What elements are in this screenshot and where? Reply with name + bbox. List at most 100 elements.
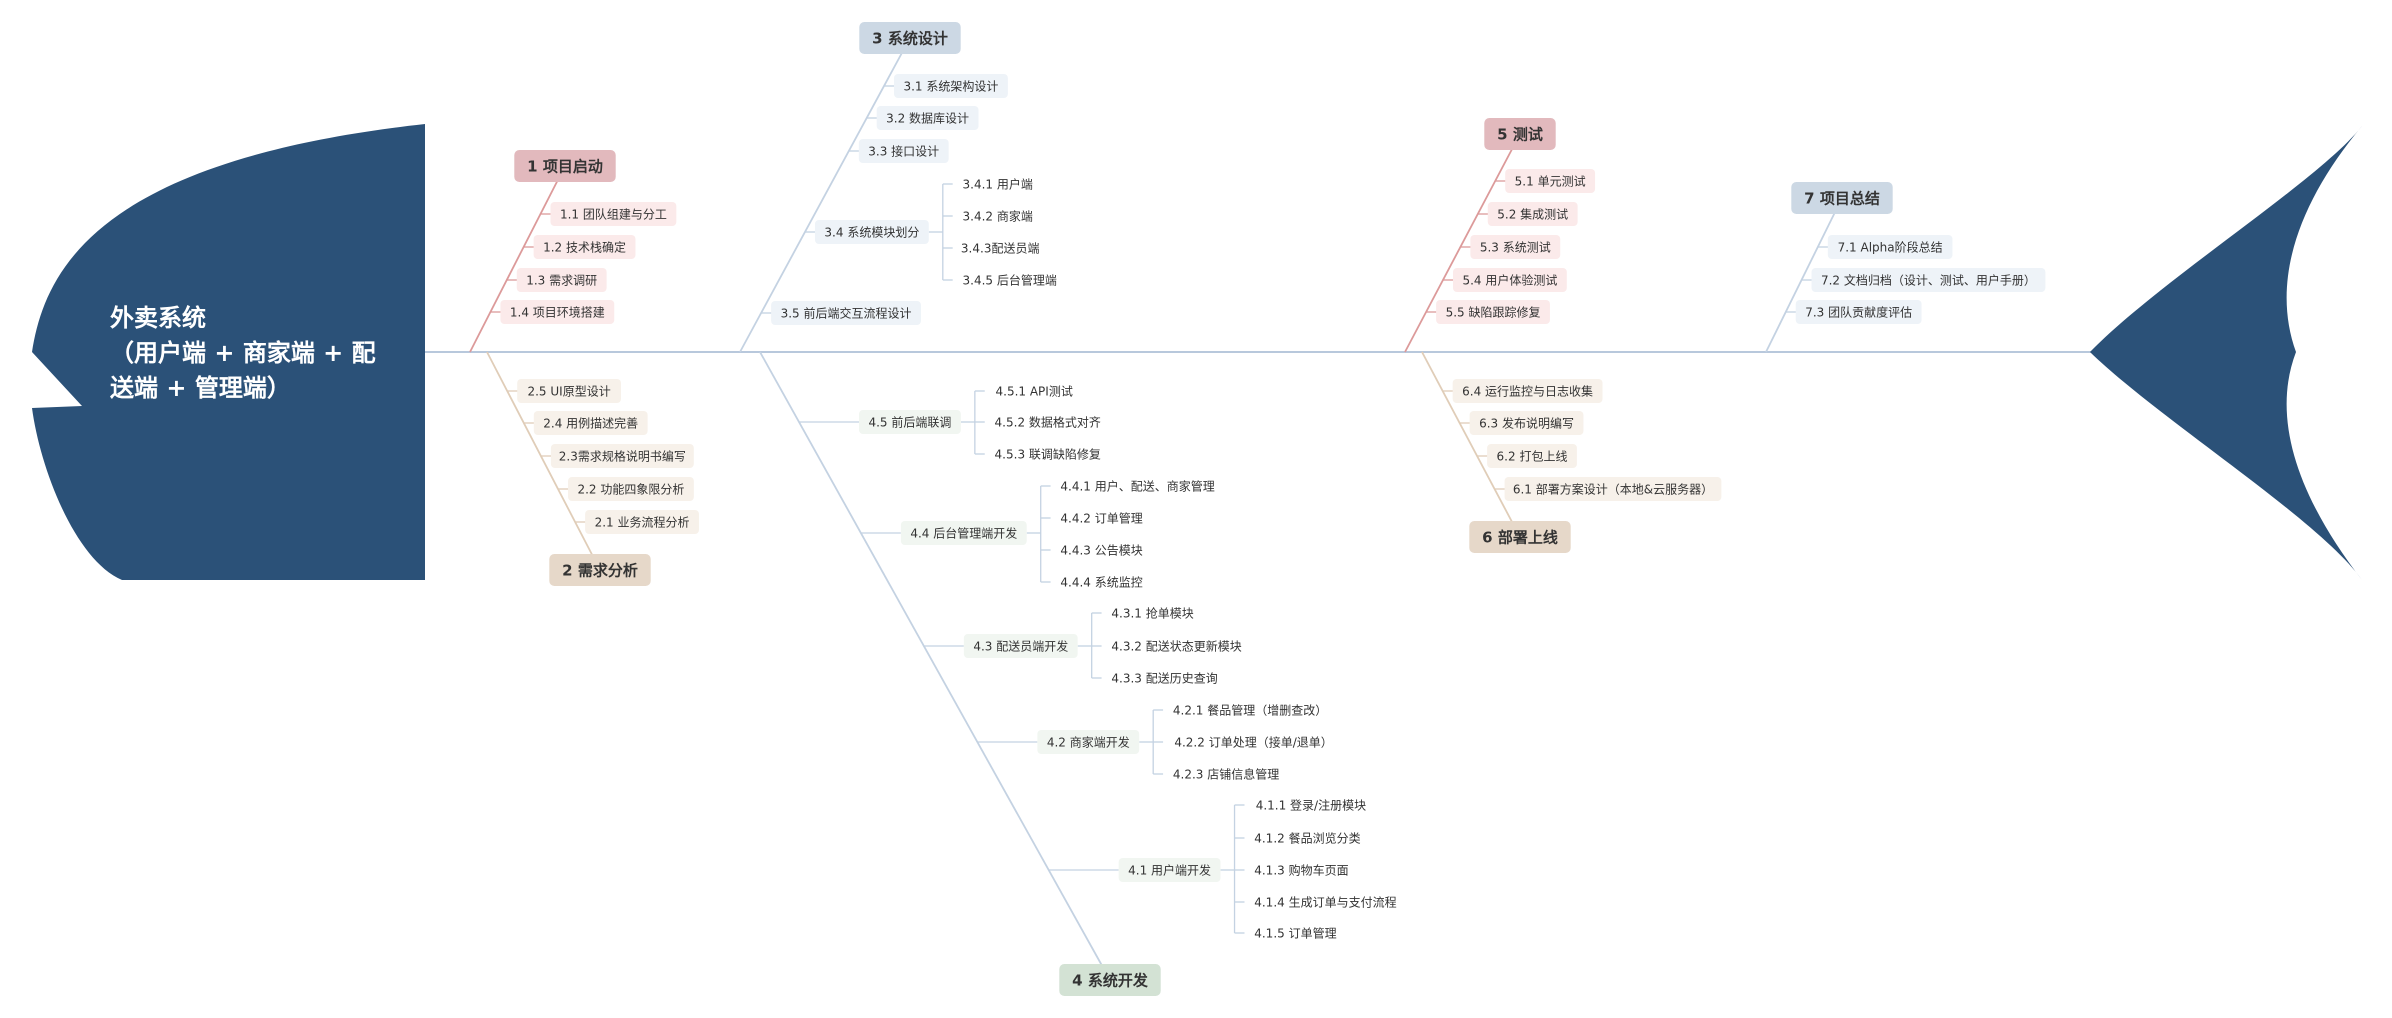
subtopic-3-2: 3.2 数据库设计 — [876, 106, 979, 130]
leaf-4-2-1-label: 4.4.1 用户、配送、商家管理 — [1060, 478, 1214, 493]
subtopic-1-3-label: 1.3 需求调研 — [526, 273, 597, 287]
leaf-4-1-1-label: 4.5.1 API测试 — [996, 383, 1073, 398]
subtopic-2-3-label: 2.3需求规格说明书编写 — [559, 448, 686, 463]
subtopic-2-1: 2.5 UI原型设计 — [517, 379, 621, 403]
subtopic-7-2: 7.2 文档归档（设计、测试、用户手册） — [1811, 268, 2046, 292]
subtopic-1-3: 1.3 需求调研 — [516, 268, 607, 292]
leaf-4-3-2-label: 4.3.2 配送状态更新模块 — [1111, 638, 1241, 653]
subtopic-2-5-label: 2.1 业务流程分析 — [595, 514, 690, 529]
leaf-4-5-3-label: 4.1.3 购物车页面 — [1254, 862, 1348, 877]
subtopic-4-5-box — [1118, 858, 1221, 882]
leaf-4-3-3-box — [1101, 667, 1228, 689]
bone-c7 — [1765, 197, 1843, 353]
connector-lines — [425, 37, 2092, 981]
leaf-4-3-1-label: 4.3.1 抢单模块 — [1111, 605, 1193, 620]
subtopic-4-4-box — [1037, 730, 1140, 754]
leaf-4-4-2-label: 4.2.2 订单处理（接单/退单） — [1174, 734, 1332, 749]
subtopic-6-2-label: 6.3 发布说明编写 — [1479, 415, 1574, 430]
subtopic-5-3: 5.3 系统测试 — [1470, 235, 1561, 259]
leaf-4-2-3-label: 4.4.3 公告模块 — [1060, 543, 1142, 557]
subtopic-4-2: 4.4 后台管理端开发 — [900, 521, 1027, 545]
subtopic-2-2-label: 2.4 用例描述完善 — [543, 415, 638, 430]
category-node-4: 4 系统开发 — [1059, 964, 1161, 996]
bone-c2 — [486, 351, 601, 571]
subtopic-7-1: 7.1 Alpha阶段总结 — [1827, 235, 1953, 259]
subtopic-7-1-label: 7.1 Alpha阶段总结 — [1838, 239, 1943, 254]
leaf-4-2-1-box — [1050, 475, 1225, 497]
subtopic-1-1-box — [550, 202, 677, 226]
subtopic-5-4-box — [1452, 268, 1567, 292]
subtopic-3-5: 3.5 前后端交互流程设计 — [771, 301, 921, 325]
subtopic-1-4: 1.4 项目环境搭建 — [500, 300, 615, 324]
subtopic-3-4-box — [814, 220, 929, 244]
category-node-4-box — [1059, 964, 1161, 996]
category-node-2-label: 2 需求分析 — [562, 561, 638, 579]
subtopic-2-3-box — [550, 444, 694, 468]
subtopic-2-4-box — [568, 477, 694, 501]
leaf-4-5-4-label: 4.1.4 生成订单与支付流程 — [1254, 894, 1396, 909]
leaf-4-4-1-label: 4.2.1 餐品管理（增删查改） — [1173, 702, 1327, 717]
subtopic-3-2-label: 3.2 数据库设计 — [886, 110, 969, 125]
category-node-5-box — [1484, 118, 1556, 150]
category-node-2-box — [549, 554, 651, 586]
leaf-4-5-2-label: 4.1.2 餐品浏览分类 — [1254, 830, 1360, 845]
leaf-4-2-2-label: 4.4.2 订单管理 — [1060, 510, 1142, 525]
subtopic-2-5: 2.1 业务流程分析 — [585, 510, 699, 534]
subtopic-7-3-label: 7.3 团队贡献度评估 — [1805, 304, 1912, 319]
subtopic-4-4: 4.2 商家端开发 — [1037, 730, 1140, 754]
leaf-4-3-2-box — [1101, 635, 1252, 657]
leaf-4-1-1-box — [984, 380, 1084, 402]
leaf-4-1-3-box — [984, 443, 1111, 465]
subtopic-5-2-label: 5.2 集成测试 — [1497, 206, 1568, 221]
category-node-1-box — [514, 150, 616, 182]
subtopic-6-3-label: 6.2 打包上线 — [1497, 449, 1568, 463]
subtopic-7-3: 7.3 团队贡献度评估 — [1795, 300, 1922, 324]
leaf-4-4-2-box — [1163, 731, 1344, 753]
leaf-4-5-5-label: 4.1.5 订单管理 — [1254, 925, 1336, 940]
subtopic-4-1: 4.5 前后端联调 — [859, 410, 961, 434]
category-node-6-box — [1469, 521, 1571, 553]
diagram-title-line: 外卖系统 — [110, 304, 206, 332]
subtopic-6-4-label: 6.1 部署方案设计（本地&云服务器） — [1513, 481, 1713, 496]
subtopic-5-2: 5.2 集成测试 — [1487, 202, 1578, 226]
subtopic-5-2-box — [1487, 202, 1578, 226]
subtopic-2-5-box — [585, 510, 699, 534]
subtopic-4-1-box — [859, 410, 961, 434]
leaf-4-2-3-box — [1050, 539, 1153, 561]
leaf-4-1-1: 4.5.1 API测试 — [984, 380, 1084, 402]
subtopic-1-4-label: 1.4 项目环境搭建 — [510, 304, 605, 319]
subtopic-6-2-box — [1469, 411, 1584, 435]
subtopic-3-3-box — [858, 139, 949, 163]
bone-c4 — [759, 351, 1111, 981]
subtopic-4-5: 4.1 用户端开发 — [1118, 858, 1221, 882]
leaf-4-3-2: 4.3.2 配送状态更新模块 — [1101, 635, 1252, 657]
leaf-3-4-3: 3.4.3配送员端 — [952, 237, 1048, 259]
leaf-4-3-1: 4.3.1 抢单模块 — [1101, 602, 1204, 624]
subtopic-3-1-box — [894, 74, 1008, 98]
leaf-4-2-1: 4.4.1 用户、配送、商家管理 — [1050, 475, 1225, 497]
subtopic-1-2-label: 1.2 技术栈确定 — [543, 239, 626, 254]
leaf-4-4-1-box — [1163, 699, 1337, 721]
subtopic-5-5: 5.5 缺陷跟踪修复 — [1436, 300, 1550, 324]
leaf-4-5-5: 4.1.5 订单管理 — [1244, 922, 1347, 944]
diagram-title: 外卖系统（用户端 + 商家端 + 配送端 + 管理端） — [110, 304, 376, 402]
category-node-3-label: 3 系统设计 — [872, 29, 948, 47]
subtopic-1-4-box — [500, 300, 615, 324]
subtopic-5-5-label: 5.5 缺陷跟踪修复 — [1446, 304, 1541, 319]
subtopic-2-4-label: 2.2 功能四象限分析 — [577, 482, 684, 496]
leaf-3-4-3-label: 3.4.3配送员端 — [961, 240, 1040, 255]
leaf-4-2-2-box — [1050, 507, 1153, 529]
leaf-3-4-3-box — [952, 237, 1048, 259]
leaf-4-5-5-box — [1244, 922, 1347, 944]
subtopic-2-4: 2.2 功能四象限分析 — [568, 477, 694, 501]
subtopic-5-4-label: 5.4 用户体验测试 — [1462, 272, 1557, 287]
subtopic-2-2: 2.4 用例描述完善 — [533, 411, 648, 435]
subtopic-5-1: 5.1 单元测试 — [1505, 169, 1596, 193]
leaf-4-2-4: 4.4.4 系统监控 — [1050, 571, 1153, 593]
subtopic-6-3-box — [1487, 444, 1577, 468]
subtopic-4-2-box — [900, 521, 1027, 545]
subtopic-3-5-box — [771, 301, 921, 325]
fish-head — [32, 124, 425, 580]
